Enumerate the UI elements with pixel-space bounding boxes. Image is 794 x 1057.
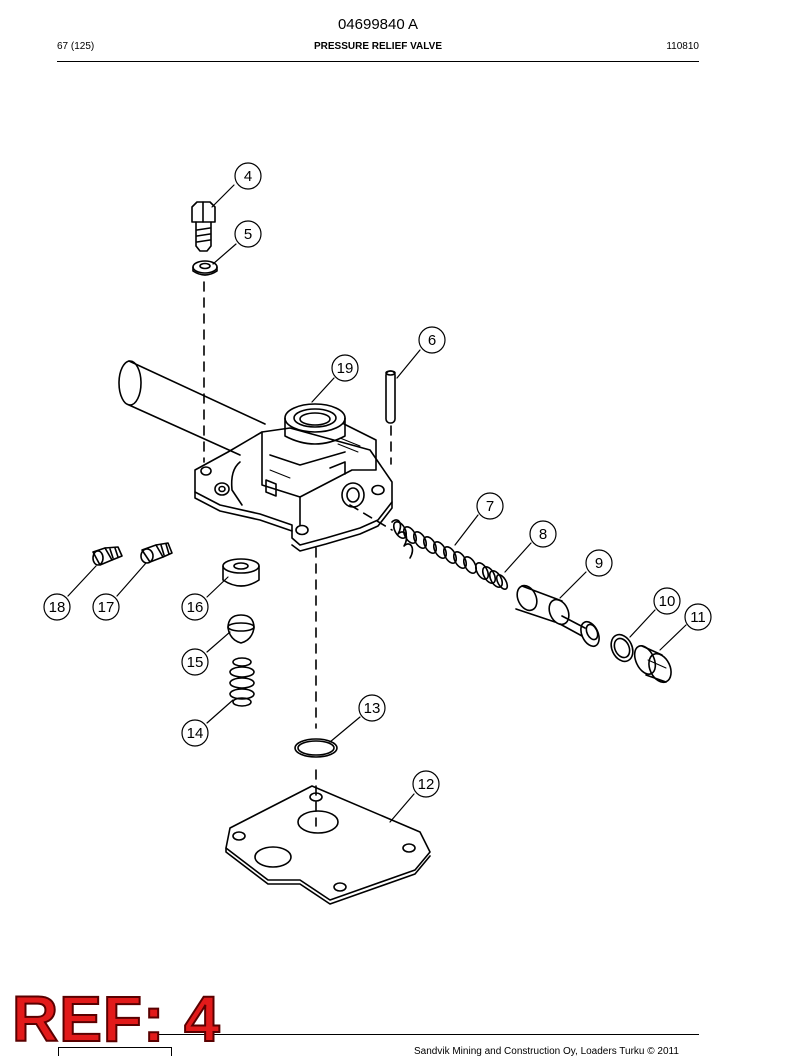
ref-stamp: REF: 4 bbox=[11, 983, 221, 1055]
leader-lines bbox=[67, 184, 687, 823]
callout-17: 17 bbox=[98, 599, 115, 616]
plug-17-part bbox=[140, 542, 173, 564]
seat-ring-part bbox=[222, 558, 260, 587]
callout-18: 18 bbox=[49, 599, 66, 616]
small-spring-part bbox=[474, 562, 509, 591]
callout-7: 7 bbox=[486, 498, 494, 515]
spring-part bbox=[391, 519, 478, 574]
callout-8: 8 bbox=[539, 526, 547, 543]
brand-logo-box bbox=[58, 1047, 172, 1056]
callout-circles bbox=[43, 162, 712, 798]
assembly-axis-lines bbox=[203, 281, 393, 827]
callout-10: 10 bbox=[659, 593, 676, 610]
washer-part bbox=[192, 260, 218, 276]
callout-5: 5 bbox=[244, 226, 252, 243]
o-ring-part bbox=[610, 633, 634, 663]
pin-part bbox=[385, 370, 396, 424]
header-row: 67 (125) PRESSURE RELIEF VALVE 110810 bbox=[57, 41, 699, 55]
gasket-ring-part bbox=[294, 738, 338, 758]
document-number: 04699840 A bbox=[337, 16, 419, 33]
callout-4: 4 bbox=[244, 168, 252, 185]
callout-12: 12 bbox=[418, 776, 435, 793]
footer-copyright: Sandvik Mining and Construction Oy, Load… bbox=[414, 1046, 679, 1057]
callout-19: 19 bbox=[337, 360, 354, 377]
callout-6: 6 bbox=[428, 332, 436, 349]
callout-labels: 4 5 6 19 7 8 9 10 11 18 17 16 15 14 13 1… bbox=[49, 168, 706, 793]
page-number: 67 (125) bbox=[57, 41, 95, 52]
ball-part bbox=[227, 614, 255, 644]
header-divider bbox=[57, 61, 699, 62]
ball-spring-part bbox=[229, 657, 255, 707]
header-code: 110810 bbox=[666, 41, 699, 52]
piston-part bbox=[515, 584, 600, 648]
callout-15: 15 bbox=[187, 654, 204, 671]
callout-9: 9 bbox=[595, 555, 603, 572]
end-plug-part bbox=[633, 645, 672, 684]
callout-13: 13 bbox=[364, 700, 381, 717]
plug-18-part bbox=[92, 546, 123, 566]
callout-16: 16 bbox=[187, 599, 204, 616]
bolt-part bbox=[191, 201, 216, 252]
page-title: PRESSURE RELIEF VALVE bbox=[314, 41, 442, 52]
callout-14: 14 bbox=[187, 725, 204, 742]
callout-11: 11 bbox=[690, 609, 706, 626]
valve-housing-part bbox=[118, 360, 393, 552]
footer-divider bbox=[150, 1034, 699, 1035]
gasket-plate-part bbox=[225, 785, 431, 905]
